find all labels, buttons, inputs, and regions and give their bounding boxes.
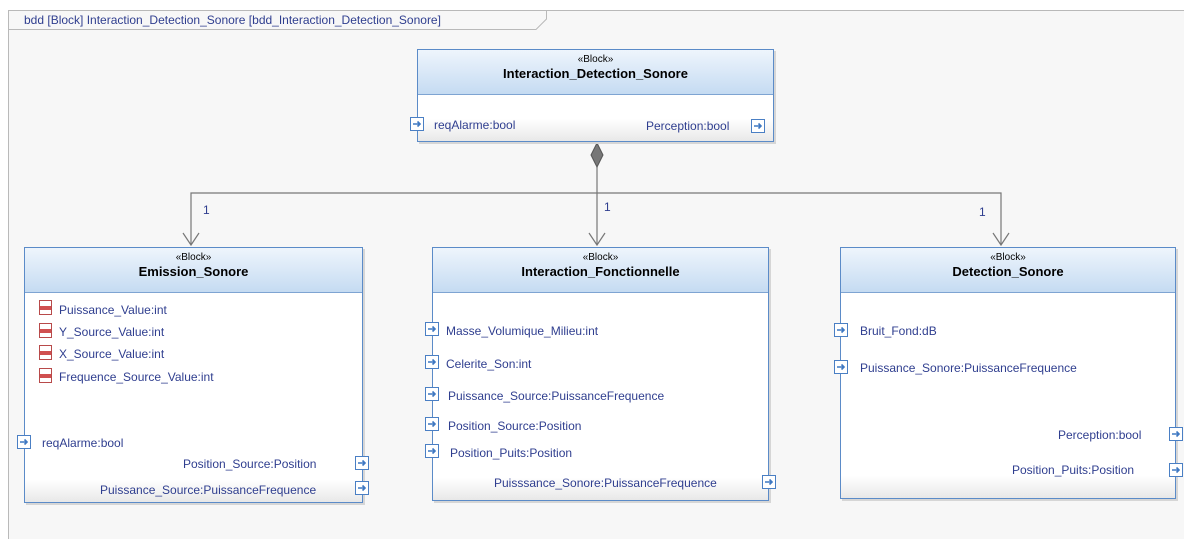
port-position-source-icon[interactable] bbox=[355, 456, 369, 470]
value-property-icon bbox=[39, 368, 52, 383]
arrowhead-interaction bbox=[588, 232, 606, 247]
port-label: Masse_Volumique_Milieu:int bbox=[446, 324, 599, 338]
block-footer bbox=[433, 478, 768, 500]
port-label: Perception:bool bbox=[646, 119, 730, 133]
block-interaction-detection-sonore[interactable]: «Block» Interaction_Detection_Sonore bbox=[417, 49, 774, 142]
block-name: Interaction_Fonctionnelle bbox=[521, 264, 680, 279]
composition-line-emission[interactable] bbox=[190, 192, 597, 245]
value-property-icon bbox=[39, 345, 52, 360]
block-name: Detection_Sonore bbox=[952, 264, 1064, 279]
port-label: Bruit_Fond:dB bbox=[860, 324, 937, 338]
port-label: Position_Puits:Position bbox=[450, 446, 573, 460]
block-name: Emission_Sonore bbox=[138, 264, 249, 279]
port-label: Puisssance_Sonore:PuissanceFrequence bbox=[494, 476, 717, 490]
port-label: reqAlarme:bool bbox=[434, 118, 516, 132]
port-reqalarme-icon[interactable] bbox=[410, 117, 424, 131]
block-detection-sonore[interactable]: «Block» Detection_Sonore bbox=[840, 247, 1176, 499]
port-label: Position_Source:Position bbox=[183, 457, 317, 471]
value-property-icon bbox=[39, 323, 52, 338]
port-bruit-fond-icon[interactable] bbox=[834, 323, 848, 337]
port-position-puits-icon[interactable] bbox=[425, 444, 439, 458]
port-perception-icon[interactable] bbox=[1169, 427, 1183, 441]
arrowhead-emission bbox=[182, 232, 200, 247]
stereotype-label: «Block» bbox=[582, 252, 619, 263]
block-header: «Block» Interaction_Fonctionnelle bbox=[433, 248, 768, 293]
port-puissance-source-icon[interactable] bbox=[425, 387, 439, 401]
port-label: Puissance_Source:PuissanceFrequence bbox=[448, 389, 665, 403]
stereotype-label: «Block» bbox=[175, 252, 212, 263]
port-position-puits-icon[interactable] bbox=[1169, 463, 1183, 477]
port-label: Puissance_Sonore:PuissanceFrequence bbox=[860, 361, 1077, 375]
port-puissance-sonore-icon[interactable] bbox=[762, 475, 776, 489]
stereotype-label: «Block» bbox=[990, 252, 1026, 263]
port-label: Perception:bool bbox=[1058, 428, 1142, 442]
value-property[interactable]: Y_Source_Value:int bbox=[59, 325, 165, 339]
multiplicity-detection: 1 bbox=[979, 205, 986, 219]
value-property[interactable]: Frequence_Source_Value:int bbox=[59, 370, 214, 384]
block-interaction-fonctionnelle[interactable]: «Block» Interaction_Fonctionnelle bbox=[432, 247, 769, 501]
value-property[interactable]: X_Source_Value:int bbox=[59, 347, 165, 361]
block-footer bbox=[418, 119, 773, 141]
block-emission-sonore[interactable]: «Block» Emission_Sonore bbox=[24, 247, 363, 503]
port-puissance-source-icon[interactable] bbox=[355, 481, 369, 495]
port-label: Puissance_Source:PuissanceFrequence bbox=[100, 483, 317, 497]
port-perception-icon[interactable] bbox=[751, 119, 765, 133]
multiplicity-emission: 1 bbox=[203, 203, 210, 217]
port-puissance-sonore-icon[interactable] bbox=[834, 360, 848, 374]
port-label: Celerite_Son:int bbox=[446, 357, 532, 371]
port-label: reqAlarme:bool bbox=[42, 436, 124, 450]
port-label: Position_Source:Position bbox=[448, 419, 582, 433]
stereotype-label: «Block» bbox=[577, 54, 614, 65]
block-header: «Block» Interaction_Detection_Sonore bbox=[418, 50, 773, 95]
frame-title: bdd [Block] Interaction_Detection_Sonore… bbox=[24, 13, 441, 27]
port-reqalarme-icon[interactable] bbox=[17, 435, 31, 449]
block-footer bbox=[841, 476, 1175, 498]
composition-line-detection[interactable] bbox=[597, 192, 1002, 245]
port-position-source-icon[interactable] bbox=[425, 417, 439, 431]
arrowhead-detection bbox=[992, 232, 1010, 247]
port-celerite-son-icon[interactable] bbox=[425, 355, 439, 369]
value-property[interactable]: Puissance_Value:int bbox=[59, 303, 167, 317]
block-header: «Block» Emission_Sonore bbox=[25, 248, 362, 293]
port-masse-volumique-icon[interactable] bbox=[425, 322, 439, 336]
port-label: Position_Puits:Position bbox=[1012, 463, 1135, 477]
block-name: Interaction_Detection_Sonore bbox=[503, 66, 688, 81]
block-header: «Block» Detection_Sonore bbox=[841, 248, 1175, 293]
value-property-icon bbox=[39, 300, 52, 315]
composition-diamond bbox=[590, 141, 604, 169]
block-footer bbox=[25, 480, 362, 502]
multiplicity-interaction: 1 bbox=[604, 200, 611, 214]
